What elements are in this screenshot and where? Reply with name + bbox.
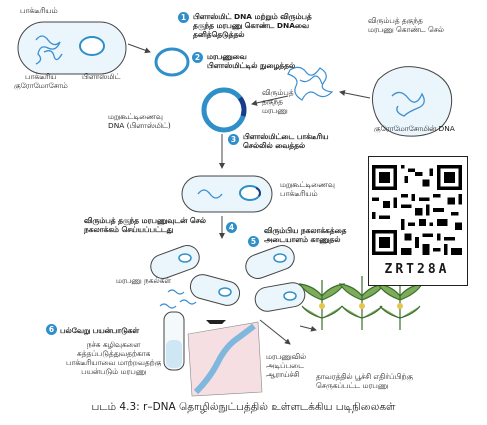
pest-plants-label: தாவரத்தில் பூச்சி எதிர்ப்பிற்கு செருகப்ப… [316,372,413,390]
bacterium-top [17,21,127,75]
recombinant-bacterium-label: மறுகூட்டிணைவு பாக்டீரியம் [280,180,335,198]
gene-research-label: மரபணுவில் அடிப்படை ஆராய்ச்சி [266,352,307,379]
qr-code-text: ZRT28A [384,262,450,277]
isolated-plasmid [154,47,190,77]
gene-copies-label: மரபணு நகல்கள் [116,276,171,285]
qr-code-icon[interactable] [372,160,462,260]
figure-caption: படம் 4.3: r–DNA தொழில்நுட்பத்தில் உள்ளடக… [91,401,396,413]
donor-cell-label: விரும்பத் தகுந்த மரபணு கொண்ட செல் [368,16,444,34]
step-6-text: பல்வேறு பயன்பாடுகள் [60,326,140,335]
extracted-dna [287,66,334,101]
step-4-text: விரும்பத் தகுந்த மரபணுவுடன் செல் நகலாக்க… [84,216,206,234]
step-3-badge: 3 [228,134,239,145]
donor-cell [372,66,453,137]
step-5-text: விரும்பிய நகலாக்கத்தை அடையாளம் காணுதல் [264,226,347,244]
wanted-gene-label: விரும்பத் தகுந்த மரபணு [262,88,294,115]
test-tube [163,311,185,371]
step-1-text: பிளாஸ்மிட் DNA மற்றும் விரும்பத் தகுந்த … [193,12,312,39]
gene-copies [159,289,197,309]
bacterium-label: பாக்டீரியம் [20,6,58,15]
step-5-badge: 5 [248,236,259,247]
recombinant-bacterium [181,175,273,213]
step-3-text: பிளாஸ்மிட்டை பாக்டீரிய செல்லில் வைத்தல் [243,132,329,150]
step-6-badge: 6 [46,324,57,335]
polluted-water-scene [187,320,263,397]
plasmid-label: பிளாஸ்மிட் [82,72,121,81]
recombinant-dna-label: மறுகூட்டிணைவு DNA (பிளாஸ்மிட்) [108,112,171,130]
toxic-waste-label: நச்சு கழிவுகளை சுத்தப்படுத்துவதற்காக பாக… [66,340,162,376]
step-1-badge: 1 [178,12,189,23]
step-2-badge: 2 [192,52,203,63]
chrom-dna-label: குரோமோசோமின் DNA [374,124,455,133]
step-4-badge: 4 [226,222,237,233]
bact-chromosome-label: பாக்டீரிய குரோமோசோம் [14,72,68,90]
cloned-bacteria [150,245,306,312]
step-2-text: மரபணுவை பிளாஸ்மிட்டில் நுழைத்தல் [207,52,296,70]
recombinant-plasmid [201,87,247,133]
